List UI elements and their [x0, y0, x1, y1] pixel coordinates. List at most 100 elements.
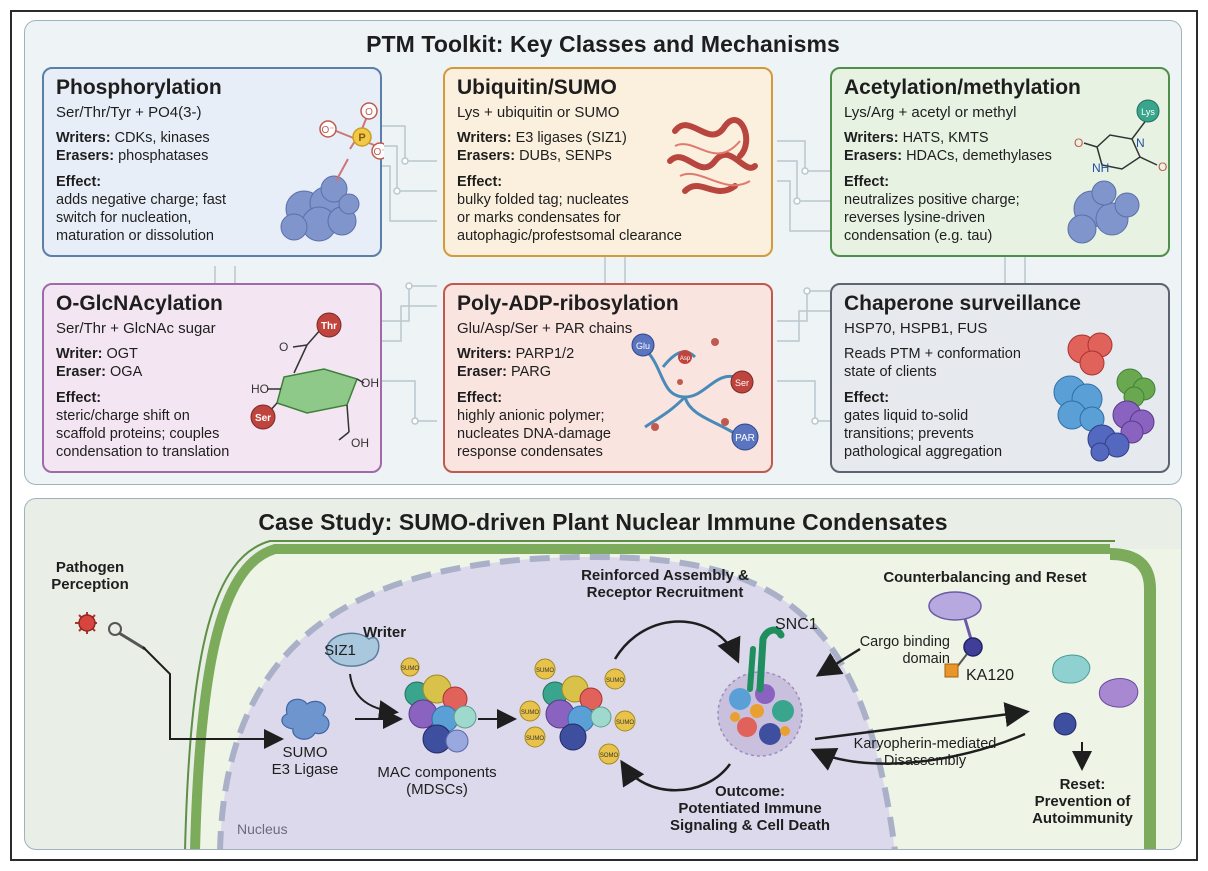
- effect-line: or marks condensates for: [457, 210, 621, 226]
- acetyl-lysine-icon: Lys N NH O O: [1067, 99, 1167, 244]
- card-acetylation-methylation: Acetylation/methylation Lys/Arg + acetyl…: [830, 67, 1170, 257]
- oxygen-label: O: [279, 340, 288, 354]
- card-chaperone-surveillance: Chaperone surveillance HSP70, HSPB1, FUS…: [830, 283, 1170, 473]
- serine-label: Ser: [255, 413, 271, 424]
- lysine-label: Lys: [1141, 107, 1155, 117]
- sumo-tag-label: SUMO: [606, 678, 624, 684]
- karyopherin-label: Karyopherin-mediated Disassembly: [840, 736, 1010, 770]
- label-line: Signaling & Cell Death: [669, 817, 831, 834]
- effect-line: condensation (e.g. tau): [844, 228, 993, 244]
- effect-line: highly anionic polymer;: [457, 408, 605, 424]
- nuclear-envelope: [217, 553, 898, 849]
- card-ubiquitin-sumo: Ubiquitin/SUMO Lys + ubiquitin or SUMO W…: [443, 67, 773, 257]
- writers-label: Writers:: [56, 130, 111, 146]
- eraser-label: Eraser:: [457, 364, 507, 380]
- label-line: Reinforced Assembly &: [581, 567, 749, 584]
- effect-line: transitions; prevents: [844, 426, 974, 442]
- par-chain-icon: Glu Asp Ser PAR: [631, 333, 759, 451]
- effect-line: maturation or dissolution: [56, 228, 214, 244]
- cell-wall: [1109, 548, 1156, 849]
- effect-label: Effect:: [457, 390, 503, 406]
- effect-line: adds negative charge; fast: [56, 192, 227, 208]
- effect-line: gates liquid to-solid: [844, 408, 969, 424]
- label-line: domain: [902, 651, 950, 667]
- nucleus-label: Nucleus: [237, 821, 288, 837]
- card-o-glcnacylation: O-GlcNAcylation Ser/Thr + GlcNAc sugar W…: [42, 283, 382, 473]
- card-subtitle: Glu/Asp/Ser + PAR chains: [457, 320, 633, 337]
- erasers-label: Erasers:: [844, 148, 903, 164]
- card-phosphorylation: Phosphorylation Ser/Thr/Tyr + PO4(3-) Wr…: [42, 67, 384, 257]
- effect-line: switch for nucleation,: [56, 210, 192, 226]
- feedback-arrow: [620, 759, 732, 792]
- mac-cluster-icon: [404, 674, 477, 754]
- erasers-value: phosphatases: [118, 148, 209, 164]
- effect-line: response condensates: [457, 444, 603, 460]
- sumoylated-cluster-icon: [542, 675, 612, 751]
- card-subtitle: Lys + ubiquitin or SUMO: [457, 104, 620, 121]
- snc1-label: SNC1: [775, 616, 818, 633]
- chaperone-description: state of clients: [844, 364, 937, 380]
- hydroxyl-label: OH: [351, 436, 369, 450]
- sumo-tag-label: SUMO: [526, 736, 544, 742]
- label-line: MAC components: [377, 764, 497, 781]
- sumo-tag: [400, 657, 420, 677]
- effect-line: scaffold proteins; couples: [56, 426, 220, 442]
- writers-value: HATS, KMTS: [902, 130, 989, 146]
- erasers-value: DUBs, SENPs: [519, 148, 612, 164]
- label-line: Disassembly: [883, 753, 967, 769]
- label-line: Outcome:: [714, 783, 785, 800]
- label-line: Karyopherin-mediated: [853, 736, 997, 752]
- card-poly-adp-ribosylation: Poly-ADP-ribosylation Glu/Asp/Ser + PAR …: [443, 283, 773, 473]
- case-study-diagram: SIZ1 SUMO SUMO SUMO SUMO SUMO SUMO SOMO: [75, 540, 1181, 849]
- pathogen-icon: [75, 612, 146, 651]
- somo-tag-label: SOMO: [600, 753, 619, 759]
- glutamate-label: Glu: [636, 341, 650, 351]
- sumo-tag-label: SUMO: [521, 710, 539, 716]
- e3-ligase-label: SUMO E3 Ligase: [270, 744, 340, 778]
- ptm-toolkit-panel: PTM Toolkit: Key Classes and Mechanisms …: [24, 20, 1182, 485]
- erasers-label: Erasers:: [56, 148, 115, 164]
- nh-label: NH: [1092, 161, 1109, 175]
- glcnac-sugar-icon: Thr O HO OH Ser OH: [250, 312, 379, 450]
- effect-line: neutralizes positive charge;: [844, 192, 1020, 208]
- label-line: Perception: [51, 576, 129, 593]
- counterbalancing-label: Counterbalancing and Reset: [883, 569, 1087, 586]
- label-line: Prevention of: [1034, 793, 1131, 810]
- chaperone-complex-icon: [1053, 332, 1156, 462]
- phosphate-protein-icon: O⁻ P O O⁻: [280, 102, 384, 242]
- effect-label: Effect:: [56, 174, 102, 190]
- card-subtitle: Ser/Thr/Tyr + PO4(3-): [56, 104, 202, 121]
- threonine-label: Thr: [321, 321, 337, 332]
- erasers-label: Erasers:: [457, 148, 516, 164]
- effect-label: Effect:: [844, 390, 890, 406]
- recruitment-arrow: [613, 620, 741, 664]
- label-line: Cargo binding: [859, 634, 950, 650]
- reset-label: Reset: Prevention of Autoimmunity: [1025, 776, 1140, 827]
- nitrogen-label: N: [1136, 136, 1145, 150]
- label-line: Autoimmunity: [1032, 810, 1133, 827]
- card-title: Phosphorylation: [56, 76, 222, 99]
- writers-value: CDKs, kinases: [114, 130, 210, 146]
- circuit-lines: [214, 125, 1026, 425]
- erasers-value: HDACs, demethylases: [906, 148, 1052, 164]
- card-subtitle: Lys/Arg + acetyl or methyl: [844, 104, 1017, 121]
- panel-title: PTM Toolkit: Key Classes and Mechanisms: [366, 31, 840, 57]
- siz1-icon: [326, 632, 380, 667]
- phosphorus-label: P: [358, 132, 365, 144]
- card-title: Ubiquitin/SUMO: [457, 76, 617, 99]
- sumo-tag-label: SUMO: [616, 720, 634, 726]
- oxygen-label: O: [1074, 136, 1083, 150]
- writers-value: PARP1/2: [515, 346, 575, 362]
- label-line: Potentiated Immune: [678, 800, 822, 817]
- writer-value: OGT: [106, 346, 138, 362]
- ka120-label: KA120: [966, 667, 1015, 684]
- eraser-value: PARG: [511, 364, 552, 380]
- effect-line: nucleates DNA-damage: [457, 426, 611, 442]
- hydroxyl-label: HO: [251, 382, 269, 396]
- writers-value: E3 ligases (SIZ1): [515, 130, 627, 146]
- siz1-label: SIZ1: [324, 642, 356, 659]
- chaperone-description: Reads PTM + conformation: [844, 346, 1021, 362]
- ubiquitin-ribbon-icon: [667, 117, 758, 194]
- e3-ligase-icon: [281, 698, 330, 740]
- effect-line: steric/charge shift on: [56, 408, 190, 424]
